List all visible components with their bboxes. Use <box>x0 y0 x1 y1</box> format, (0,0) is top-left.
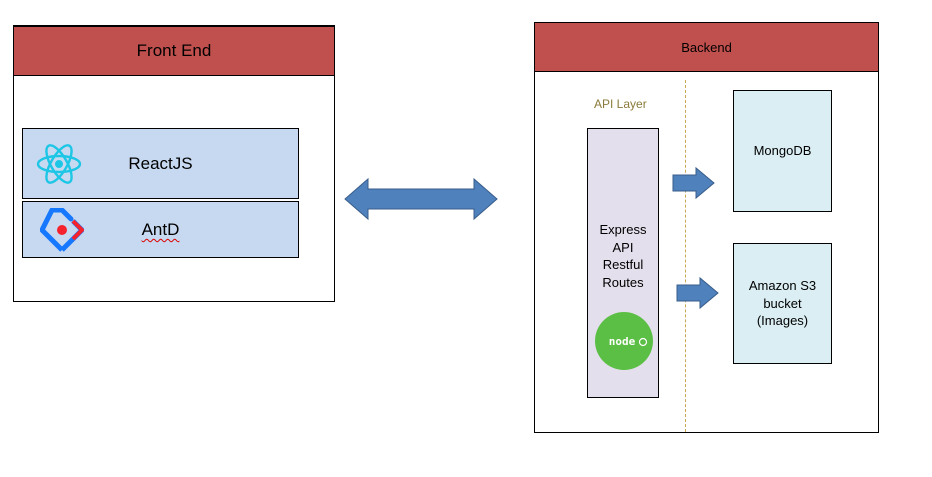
s3-line-2: bucket <box>763 295 802 311</box>
s3-bucket-box: Amazon S3 bucket (Images) <box>733 243 832 364</box>
backend-panel: Backend <box>534 22 879 433</box>
bidirectional-arrow <box>344 177 498 221</box>
frontend-title: Front End <box>136 41 212 60</box>
reactjs-label: ReactJS <box>128 154 193 173</box>
express-line-2: API <box>612 239 634 255</box>
frontend-header: Front End <box>14 27 334 76</box>
mongodb-box: MongoDB <box>733 90 832 212</box>
backend-title: Backend <box>681 39 732 55</box>
s3-line-3: (Images) <box>756 313 809 329</box>
reactjs-box: ReactJS <box>22 128 299 199</box>
express-api-box: Express API Restful Routes node <box>587 128 659 398</box>
backend-header: Backend <box>535 23 878 72</box>
react-icon <box>36 144 82 184</box>
arrow-to-mongodb <box>672 166 715 200</box>
antd-box: AntD <box>22 201 299 258</box>
express-api-text: Express API Restful Routes <box>588 221 658 291</box>
layer-divider <box>685 80 686 432</box>
antd-label: AntD <box>141 220 180 239</box>
svg-text:node: node <box>609 335 636 348</box>
mongodb-label: MongoDB <box>753 143 812 159</box>
arrow-to-s3 <box>676 276 719 310</box>
antd-icon <box>40 208 84 252</box>
express-line-1: Express <box>599 222 647 237</box>
s3-line-1: Amazon S3 <box>748 278 817 294</box>
express-line-3: Restful <box>602 257 644 272</box>
api-layer-label: API Layer <box>594 97 647 111</box>
express-line-4: Routes <box>602 274 644 290</box>
nodejs-icon: node <box>595 312 653 370</box>
